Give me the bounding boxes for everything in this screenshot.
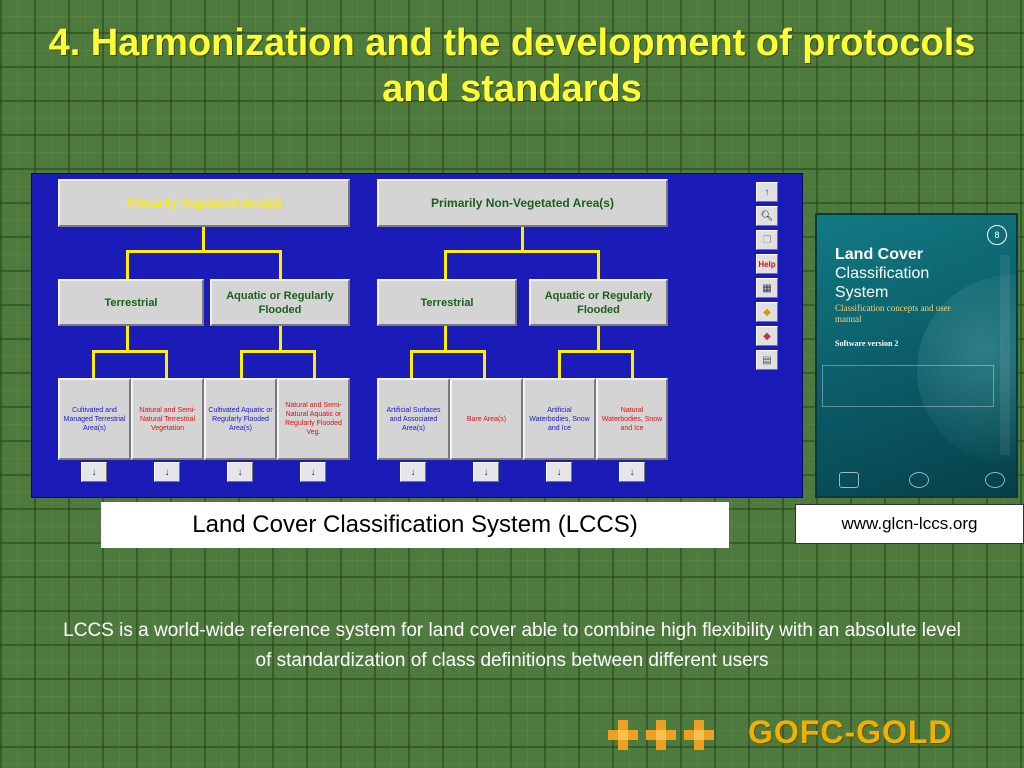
series-number-badge: 8 — [987, 225, 1007, 245]
arrow-down-icon: ↓ — [410, 466, 416, 478]
arrow-down-icon: ↓ — [237, 466, 243, 478]
help-button[interactable]: Help — [756, 254, 778, 274]
slide-title: 4. Harmonization and the development of … — [48, 22, 976, 110]
expand-button[interactable]: ↓ — [154, 462, 180, 482]
expand-button[interactable]: ↓ — [619, 462, 645, 482]
nonveg-aquatic-label: Aquatic or Regularly Flooded — [544, 289, 653, 316]
leaf-label: Artificial Waterbodies, Snow and Ice — [529, 406, 590, 432]
fao-logo-icon — [985, 472, 1005, 488]
lccs-diagram-panel: Primarily Vegetated Area(s) Primarily No… — [31, 173, 803, 498]
veg-terrestrial-label: Terrestrial — [104, 296, 158, 309]
leaf-artificial-waterbodies[interactable]: Artificial Waterbodies, Snow and Ice — [523, 378, 596, 460]
book-subtitle: Classification concepts and user manual — [835, 303, 951, 324]
calculator-icon: ▤ — [762, 354, 772, 366]
arrow-down-icon: ↓ — [556, 466, 562, 478]
book-title: Land Cover Classification System — [835, 245, 929, 302]
arrow-up-icon: ↑ — [764, 186, 770, 198]
expand-button[interactable]: ↓ — [81, 462, 107, 482]
book-version: Software version 2 — [835, 339, 899, 348]
cross-icon — [608, 720, 638, 750]
calculator-button[interactable]: ▤ — [756, 350, 778, 370]
cross-icon — [646, 720, 676, 750]
up-button[interactable]: ↑ — [756, 182, 778, 202]
leaf-natural-aquatic[interactable]: Natural and Semi-Natural Aquatic or Regu… — [277, 378, 350, 460]
gofc-gold-text: GOFC-GOLD — [748, 714, 953, 750]
arrow-down-icon: ↓ — [629, 466, 635, 478]
diamond-icon: ◆ — [763, 306, 771, 318]
arrow-down-icon: ↓ — [310, 466, 316, 478]
leaf-bare-areas[interactable]: Bare Area(s) — [450, 378, 523, 460]
leaf-label: Natural and Semi-Natural Aquatic or Regu… — [285, 402, 342, 436]
nonveg-terrestrial-box[interactable]: Terrestrial — [377, 279, 517, 326]
help-label: Help — [758, 259, 776, 269]
nonveg-terrestrial-label: Terrestrial — [420, 296, 474, 309]
book-title-line: System — [835, 284, 889, 301]
non-vegetated-area-box[interactable]: Primarily Non-Vegetated Area(s) — [377, 179, 668, 227]
nonveg-aquatic-box[interactable]: Aquatic or Regularly Flooded — [529, 279, 668, 326]
logo-icon — [839, 472, 859, 488]
expand-button[interactable]: ↓ — [400, 462, 426, 482]
arrow-down-icon: ↓ — [483, 466, 489, 478]
zoom-button[interactable]: 🔍︎ — [756, 206, 778, 226]
leaf-cultivated-terrestrial[interactable]: Cultivated and Managed Terrestrial Area(… — [58, 378, 131, 460]
lccs-caption: Land Cover Classification System (LCCS) — [101, 502, 729, 548]
diamond-codes-icon: ◆ — [763, 330, 771, 342]
table-button[interactable]: ▦ — [756, 278, 778, 298]
book-spine — [1000, 255, 1010, 455]
gofc-gold-logo: GOFC-GOLD — [608, 712, 1008, 756]
lccs-book-cover: 8 Land Cover Classification System Class… — [815, 213, 1018, 498]
veg-terrestrial-box[interactable]: Terrestrial — [58, 279, 204, 326]
expand-button[interactable]: ↓ — [473, 462, 499, 482]
vegetated-area-box[interactable]: Primarily Vegetated Area(s) — [58, 179, 350, 227]
leaf-label: Natural and Semi-Natural Terrestrial Veg… — [139, 406, 196, 432]
table-icon: ▦ — [762, 282, 772, 294]
veg-aquatic-label: Aquatic or Regularly Flooded — [226, 289, 334, 316]
leaf-artificial-surfaces[interactable]: Artificial Surfaces and Associated Area(… — [377, 378, 450, 460]
leaf-natural-terrestrial[interactable]: Natural and Semi-Natural Terrestrial Veg… — [131, 378, 204, 460]
leaf-label: Cultivated Aquatic or Regularly Flooded … — [208, 406, 273, 432]
lccs-description: LCCS is a world-wide reference system fo… — [63, 620, 961, 671]
book-title-line: Land Cover — [835, 246, 924, 263]
leaf-label: Cultivated and Managed Terrestrial Area(… — [63, 406, 126, 432]
expand-button[interactable]: ↓ — [546, 462, 572, 482]
non-vegetated-area-label: Primarily Non-Vegetated Area(s) — [431, 196, 614, 210]
leaf-natural-waterbodies[interactable]: Natural Waterbodies, Snow and Ice — [596, 378, 668, 460]
copy-button[interactable]: ❐ — [756, 230, 778, 250]
unep-logo-icon — [909, 472, 929, 488]
codes-button[interactable]: ◆ — [756, 326, 778, 346]
arrow-down-icon: ↓ — [91, 466, 97, 478]
copy-icon: ❐ — [762, 234, 772, 246]
lccs-url[interactable]: www.glcn-lccs.org — [795, 504, 1024, 544]
magnifier-icon: 🔍︎ — [760, 210, 774, 222]
expand-button[interactable]: ↓ — [300, 462, 326, 482]
arrow-down-icon: ↓ — [164, 466, 170, 478]
book-title-line: Classification — [835, 265, 930, 282]
legend-button[interactable]: ◆ — [756, 302, 778, 322]
expand-button[interactable]: ↓ — [227, 462, 253, 482]
veg-aquatic-box[interactable]: Aquatic or Regularly Flooded — [210, 279, 350, 326]
leaf-label: Bare Area(s) — [466, 415, 507, 423]
book-grid-graphic — [822, 365, 994, 407]
cross-icon — [684, 720, 714, 750]
leaf-label: Natural Waterbodies, Snow and Ice — [601, 406, 663, 432]
leaf-label: Artificial Surfaces and Associated Area(… — [386, 406, 441, 432]
leaf-cultivated-aquatic[interactable]: Cultivated Aquatic or Regularly Flooded … — [204, 378, 277, 460]
vegetated-area-label: Primarily Vegetated Area(s) — [126, 196, 282, 210]
